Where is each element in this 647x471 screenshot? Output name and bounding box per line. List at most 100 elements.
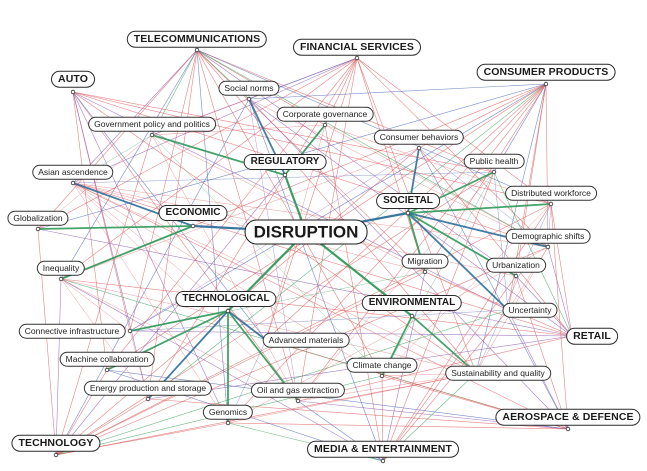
edge-media-inequality (60, 278, 384, 462)
edge-telecom-energy (147, 49, 198, 400)
category-societal: SOCIETAL (376, 193, 440, 209)
node-dot-climate (379, 373, 385, 379)
edge-public_health-climate (381, 171, 495, 377)
edge-technology-sustain (55, 372, 477, 456)
edge-asian-adv_mat (72, 182, 267, 341)
node-dot-oil_gas (295, 398, 301, 404)
topic-sustainability-quality: Sustainability and quality (445, 365, 551, 381)
edge-consumer-connective (129, 83, 547, 332)
edge-genomics-sustain (227, 372, 477, 424)
edge-retail-globalization (37, 228, 573, 337)
node-dot-social_norms (246, 96, 252, 102)
edge-asian-public_health (72, 171, 495, 184)
node-dot-telecom (194, 47, 200, 53)
edge-asian-sustain (72, 182, 477, 374)
topic-migration: Migration (401, 253, 449, 269)
topic-edge-technological-adv_mat (227, 310, 267, 341)
sector-aerospace-defence: AEROSPACE & DEFENCE (495, 408, 641, 426)
edge-social_norms-oil_gas (248, 98, 299, 402)
sector-retail: RETAIL (566, 327, 618, 345)
topic-public-health: Public health (463, 153, 525, 169)
topic-corporate-governance: Corporate governance (276, 106, 374, 122)
topic-inequality: Inequality (36, 260, 86, 276)
edge-auto-energy (72, 91, 149, 400)
edge-retail-migration (424, 271, 573, 337)
edge-inequality-sustain (60, 278, 477, 374)
edge-media-distributed (382, 203, 552, 462)
topic-urbanization: Urbanization (486, 257, 546, 273)
node-dot-public_health (491, 169, 497, 175)
edge-inequality-consumer_beh (60, 147, 420, 280)
edge-media-public_health (382, 171, 495, 462)
edge-telecom-globalization (37, 49, 198, 230)
edge-retail-demographic (547, 246, 573, 337)
topic-connective-infrastructure: Connective infrastructure (18, 323, 126, 339)
edge-asian-demographic (72, 182, 549, 248)
sector-technology: TECHNOLOGY (11, 434, 101, 452)
edge-aerospace-asian (72, 182, 569, 430)
edge-retail-connective (129, 330, 573, 337)
node-dot-asian (70, 180, 76, 186)
edge-consumer-migration (424, 83, 547, 273)
edge-technology-inequality (55, 278, 62, 456)
edge-gov_policy-oil_gas (151, 134, 299, 402)
node-dot-societal (405, 210, 411, 216)
node-dot-economic (190, 223, 196, 229)
edge-financial-migration (356, 57, 426, 273)
edge-consumer-adv_mat (265, 83, 547, 341)
edge-media-corp_gov (324, 124, 384, 462)
edge-corp_gov-demographic (324, 124, 549, 248)
node-dot-consumer (543, 81, 549, 87)
edge-auto-public_health (72, 91, 495, 173)
edge-technology-social_norms (55, 98, 250, 456)
node-dot-distributed (548, 201, 554, 207)
edge-corp_gov-gov_policy (151, 124, 326, 136)
sector-media-entertainment: MEDIA & ENTERTAINMENT (306, 440, 460, 458)
node-dot-technology (53, 452, 59, 458)
category-environmental: ENVIRONMENTAL (361, 295, 463, 311)
node-dot-energy (145, 396, 151, 402)
edge-technology-corp_gov (55, 124, 326, 456)
edge-social_norms-demographic (248, 98, 549, 248)
center-node-disruption: DISRUPTION (244, 219, 368, 245)
sector-financial-services: FINANCIAL SERVICES (292, 38, 422, 56)
edge-technology-gov_policy (55, 134, 153, 456)
topic-edge-technological-connective (129, 310, 229, 332)
node-dot-financial (354, 55, 360, 61)
node-dot-consumer_beh (416, 145, 422, 151)
node-dot-inequality (58, 276, 64, 282)
node-dot-migration (422, 269, 428, 275)
node-dot-technological (225, 308, 231, 314)
edge-telecom-inequality (60, 49, 198, 280)
edge-auto-oil_gas (72, 91, 299, 402)
edge-telecom-genomics (196, 49, 229, 424)
sector-telecommunications: TELECOMMUNICATIONS (126, 30, 268, 48)
topic-distributed-workforce: Distributed workforce (505, 185, 597, 201)
edge-telecom-connective (129, 49, 198, 332)
edge-aerospace-consumer_beh (418, 147, 569, 430)
edge-financial-adv_mat (265, 57, 358, 341)
edge-telecom-asian (72, 49, 198, 184)
edge-uncertainty-connective (129, 309, 509, 332)
edge-media-uncertainty (382, 309, 509, 462)
node-dot-gov_policy (149, 132, 155, 138)
edge-consumer-oil_gas (297, 83, 547, 402)
edge-public_health-uncertainty (493, 171, 509, 311)
edge-inequality-oil_gas (60, 278, 299, 402)
edge-retail-asian (72, 182, 573, 337)
topic-advanced-materials: Advanced materials (262, 332, 350, 348)
node-dot-regulatory (282, 172, 288, 178)
topic-globalization: Globalization (7, 210, 69, 226)
edge-inequality-connective (60, 278, 131, 332)
node-dot-machine (104, 367, 110, 373)
edge-gov_policy-migration (151, 134, 426, 273)
topic-edge-environmental-sustain (411, 315, 477, 374)
node-dot-environmental (409, 313, 415, 319)
node-dots (35, 47, 575, 464)
topic-climate-change: Climate change (346, 357, 418, 373)
edge-demographic-uncertainty (507, 246, 549, 311)
edge-technology-public_health (55, 171, 495, 456)
edge-consumer-social_norms (248, 83, 547, 100)
edge-financial-inequality (60, 57, 358, 280)
edge-financial-demographic (356, 57, 549, 248)
